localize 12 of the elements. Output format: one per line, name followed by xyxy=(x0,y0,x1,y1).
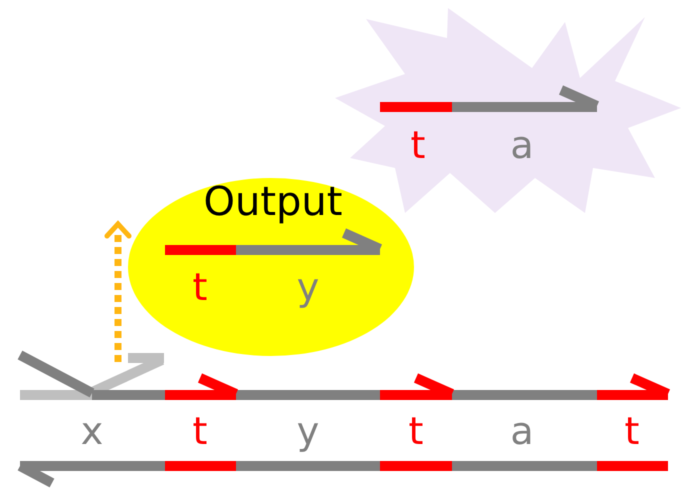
domain-label: t xyxy=(624,412,640,450)
domain-label: a xyxy=(510,126,534,164)
domain-label: y xyxy=(296,412,320,450)
domain-label: t xyxy=(192,412,208,450)
domain-label: t xyxy=(408,412,424,450)
output-ellipse xyxy=(128,178,414,356)
domain-label: y xyxy=(296,268,320,306)
domain-label: x xyxy=(80,412,104,450)
domain-label: a xyxy=(510,412,534,450)
output-title: Output xyxy=(204,182,342,222)
domain-label: t xyxy=(192,268,208,306)
domain-label: t xyxy=(410,126,426,164)
